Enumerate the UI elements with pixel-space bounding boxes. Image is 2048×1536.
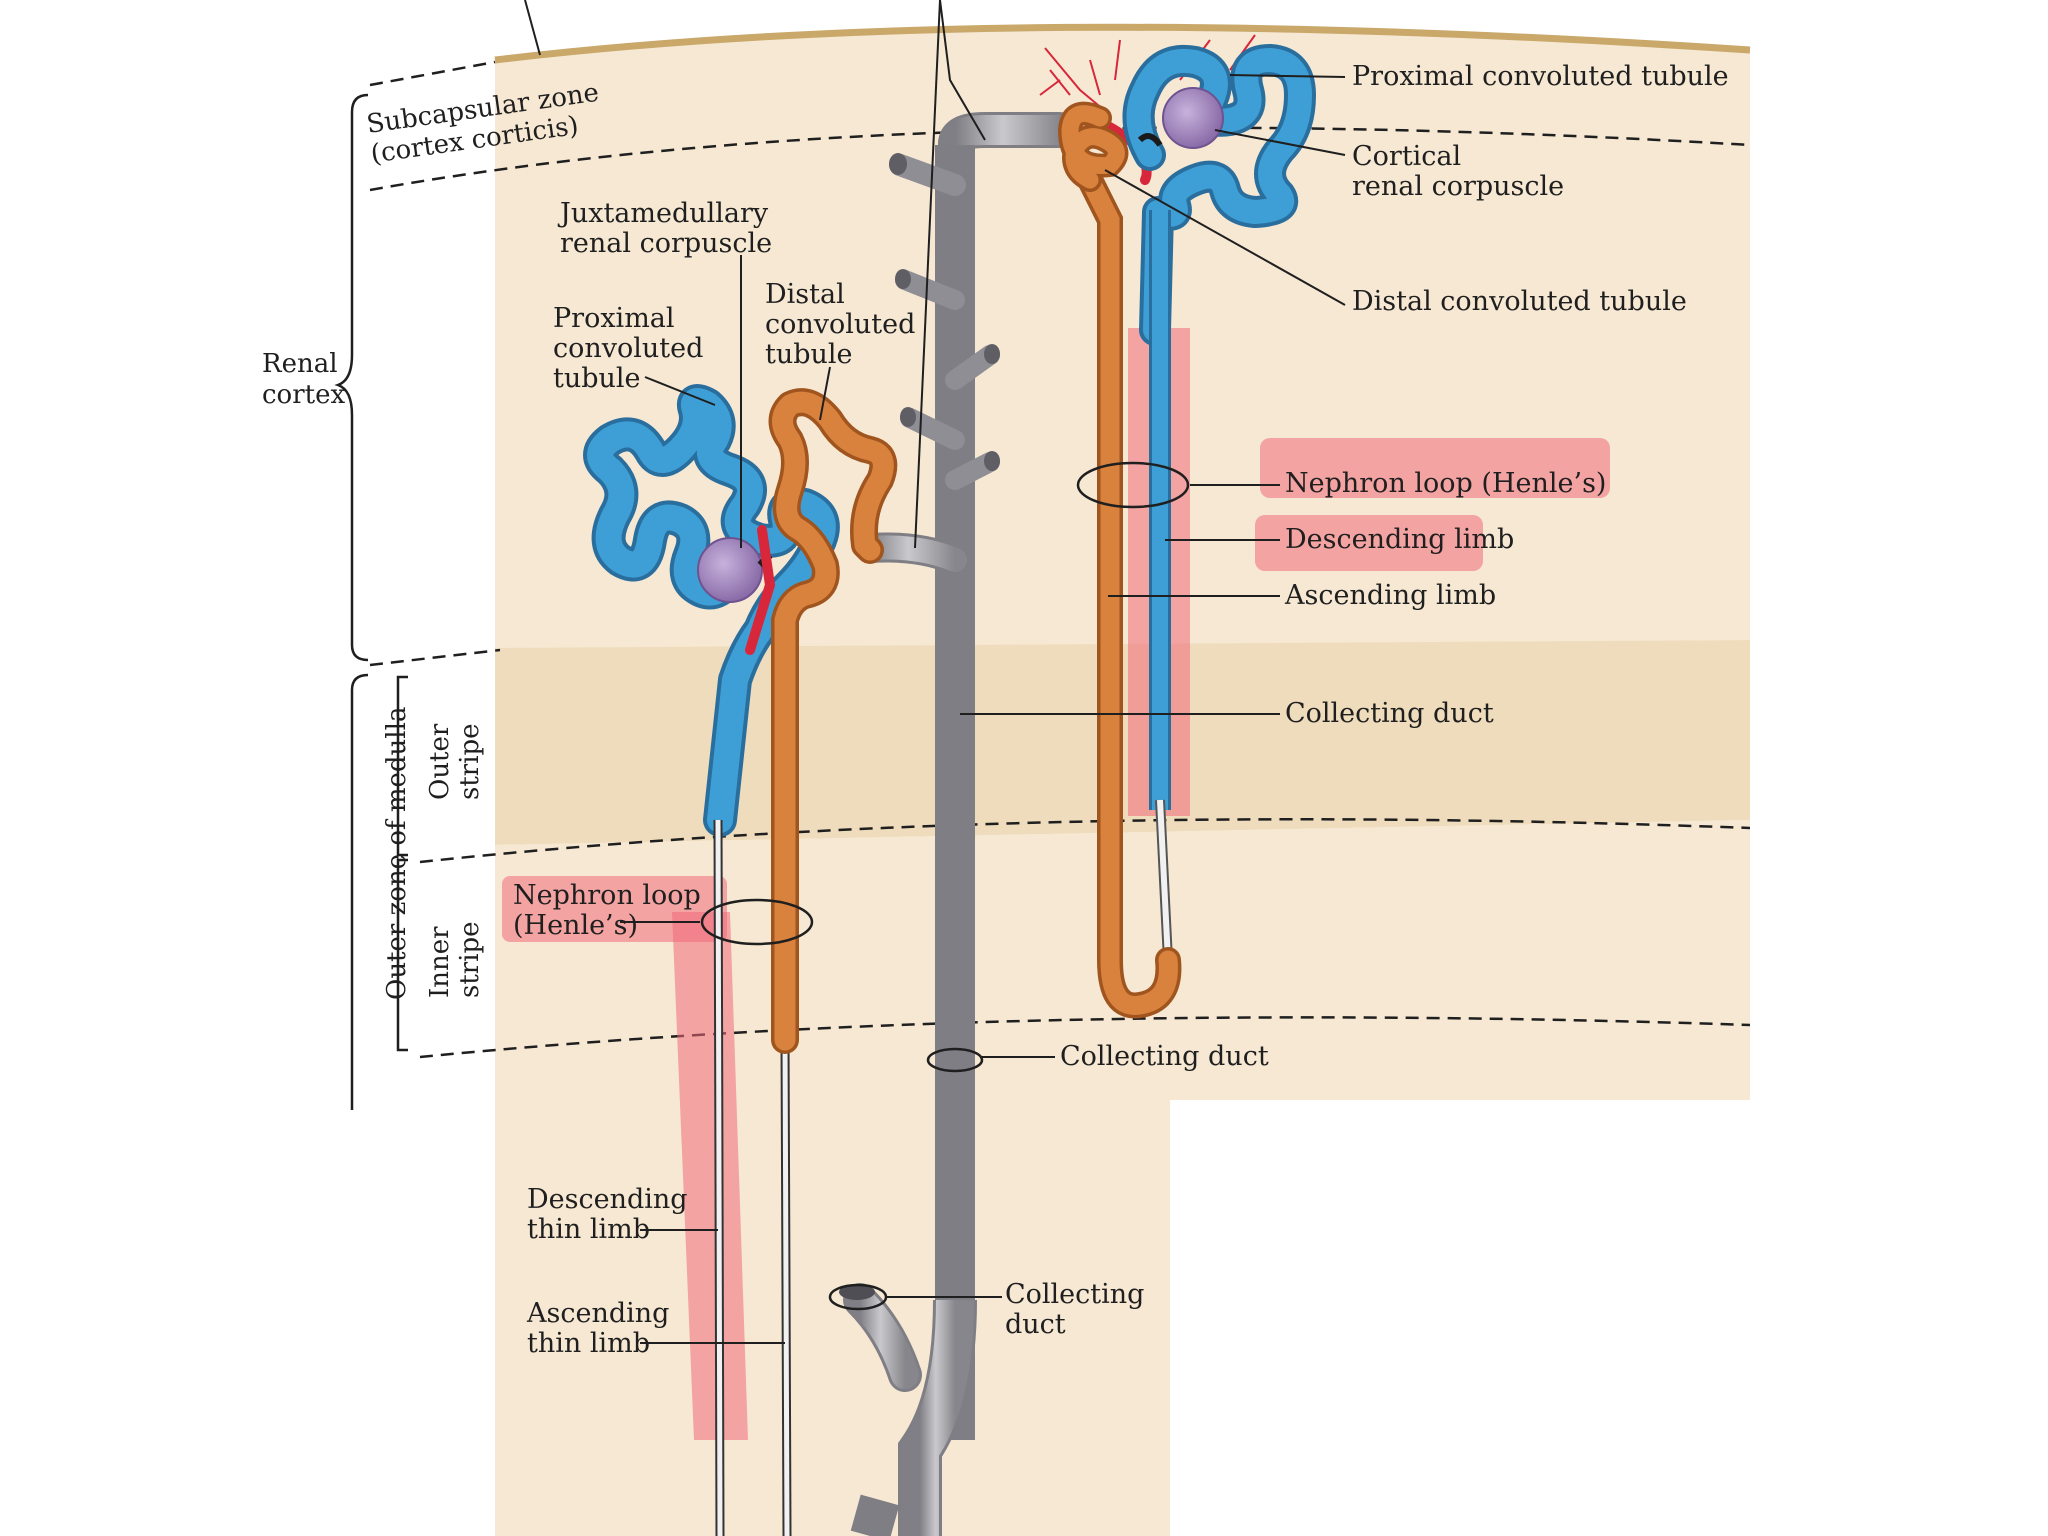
label-proximal-convoluted-tubule-left: Proximal convoluted tubule [553, 303, 712, 394]
label-proximal-convoluted-tubule: Proximal convoluted tubule [1352, 61, 1729, 92]
juxtamedullary-nephron [583, 384, 898, 1536]
inner-stripe-tick [396, 858, 408, 1052]
label-juxtamedullary-renal-corpuscle: Juxtamedullary renal corpuscle [557, 198, 777, 259]
cortical-nephron [1039, 34, 1316, 1019]
label-collecting-duct-mid: Collecting duct [1060, 1041, 1269, 1072]
outer-inner-stripe-boundary [419, 818, 1751, 864]
outer-zone-brace [350, 673, 369, 1110]
outer-zone-medulla-label: Outer zone of medulla [382, 707, 412, 1000]
highlight-nephron-loop-right-label [1260, 438, 1610, 498]
capsule-dash-left [369, 60, 496, 87]
label-ascending-limb: Ascending limb [1284, 580, 1496, 611]
label-distal-convoluted-tubule-left: Distal convoluted tubule [765, 279, 924, 370]
label-ascending-thin-limb: Ascending thin limb [526, 1298, 678, 1359]
highlight-descending-limb-label [1255, 515, 1483, 571]
label-collecting-duct-right: Collecting duct [1285, 698, 1494, 729]
label-cortical-renal-corpuscle: Cortical renal corpuscle [1352, 141, 1564, 202]
label-nephron-loop-right: Nephron loop (Henle’s) [1285, 468, 1606, 499]
inner-stripe-lower-boundary [419, 1016, 1751, 1059]
ring-nephron-loop-right [1076, 461, 1190, 509]
label-descending-thin-limb: Descending thin limb [527, 1184, 696, 1245]
ring-collecting-duct-mid [926, 1047, 984, 1073]
label-nephron-loop-left: Nephron loop (Henle’s) [513, 880, 709, 941]
label-descending-limb: Descending limb [1285, 524, 1514, 555]
inner-stripe-region [495, 820, 1750, 1536]
inner-stripe-label: Inner stripe [425, 918, 485, 998]
label-collecting-duct-bottom: Collecting duct [1005, 1279, 1153, 1340]
ring-nephron-loop-left [700, 898, 814, 946]
renal-capsule [494, 23, 1751, 64]
outer-stripe-tick [396, 675, 408, 857]
leader-lines [524, 0, 1346, 1344]
label-distal-convoluted-tubule: Distal convoluted tubule [1352, 286, 1687, 317]
outer-stripe-label: Outer stripe [425, 715, 485, 800]
renal-cortex-brace [334, 93, 369, 662]
renal-cortex-label: Renal cortex [262, 349, 346, 410]
highlight-nephron-loop-left-label [502, 876, 727, 942]
highlight-descending-thin-limb [672, 912, 748, 1440]
cortex-medulla-boundary [369, 648, 501, 667]
